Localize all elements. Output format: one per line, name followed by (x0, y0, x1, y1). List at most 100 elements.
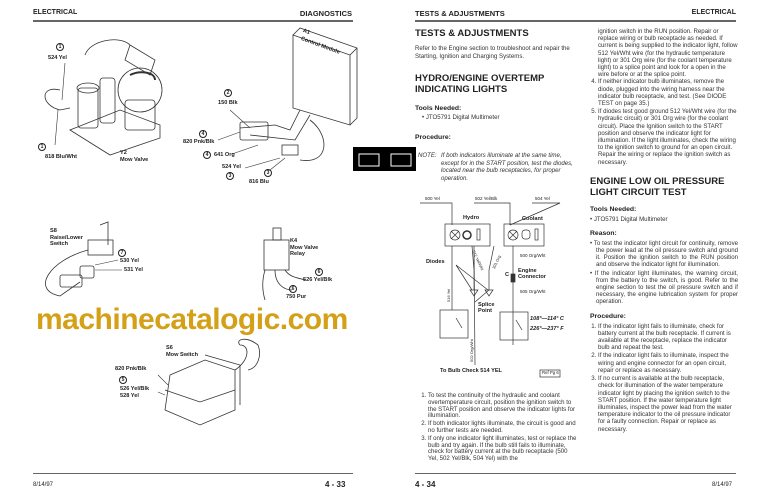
label-516-yel: 516 Yel (446, 288, 451, 302)
left-header-section: ELECTRICAL (33, 9, 78, 16)
coolant-light-box (503, 223, 545, 247)
callout-6b: 6 (289, 285, 297, 293)
section1-steps: To test the continuity of the hydraulic … (418, 392, 578, 464)
relay-drawing (262, 227, 306, 301)
hydro-bulb-icon (449, 229, 461, 241)
label-750-pur: 750 Pur (286, 294, 307, 300)
right-page-number: 4 - 34 (415, 480, 436, 489)
callout-7: 7 (118, 249, 126, 257)
callout-3b: 3 (264, 169, 272, 177)
section2-title: ENGINE LOW OIL PRESSURE LIGHT CIRCUIT TE… (590, 175, 725, 199)
hydro-wires (451, 245, 476, 366)
mow-valve-drawing (44, 39, 163, 156)
label-hydro: Hydro (463, 215, 480, 221)
right-header-section: ELECTRICAL (691, 9, 736, 16)
label-coolant: Coolant (522, 216, 543, 222)
label-s8: S8 (50, 228, 57, 234)
label-505-org-wht: 505 Org/Wht (520, 289, 546, 294)
label-816-blu: 816 Blu (249, 179, 269, 185)
tool-item: JTO5791 Digital Multimeter (426, 114, 500, 122)
callout-4b: 4 (203, 151, 211, 159)
label-820-pnk-blk-b: 820 Pnk/Blk (115, 366, 147, 372)
label-150-blk: 150 Blk (218, 100, 238, 106)
section1-title: HYDRO/ENGINE OVERTEMP INDICATING LIGHTS (415, 73, 545, 96)
step-item: If the indicator light fails to illumina… (598, 352, 738, 374)
right-header-chapter: TESTS & ADJUSTMENTS (415, 9, 505, 18)
label-502-yel-blk: 502 Yel/Blk (475, 196, 498, 201)
left-footer-rule (33, 473, 353, 474)
left-header-chapter: DIAGNOSTICS (299, 9, 352, 18)
left-header-rule (33, 20, 353, 22)
section2-procedure-heading: Procedure: (590, 312, 626, 320)
step-item: If neither indicator bulb illuminates, r… (598, 78, 738, 107)
diode-pointers (455, 264, 489, 291)
intro-text: Refer to the Engine section to troublesh… (415, 45, 570, 60)
right-column-2: ignition switch in the RUN position. Rep… (588, 28, 738, 434)
label-820-pnk-blk: 820 Pnk/Blk (183, 139, 215, 145)
component-illustrations (44, 27, 358, 426)
tool-item: JTO5791 Digital Multimeter (594, 216, 738, 223)
step-item: If diodes test good ground 512 Yel/Wht w… (598, 108, 738, 166)
control-module-drawing (239, 27, 358, 161)
label-engine-connector: Engine Connector (518, 268, 546, 281)
step-item: If no current is available at the bulb r… (598, 375, 738, 433)
label-530-yel: 530 Yel (120, 258, 139, 264)
gear-icon (462, 230, 472, 240)
watermark: machinecatalogic.com (36, 303, 348, 336)
engine-icon (521, 229, 531, 240)
step-item: If the indicator light fails to illumina… (598, 323, 738, 352)
ref-box (539, 369, 561, 378)
label-528-yel: 528 Yel (120, 393, 139, 399)
label-502-org-wht: 502 Org/Wht (469, 339, 474, 362)
label-temp-f: 226°—237° F (530, 326, 564, 332)
section1-tools-heading: Tools Needed: (415, 105, 462, 112)
section2-steps: If the indicator light fails to illumina… (588, 323, 738, 433)
coolant-temp-switch (499, 311, 529, 341)
label-641-org: 641 Org (214, 152, 235, 158)
mow-switch-drawing (164, 338, 260, 426)
right-footer-date: 8/14/97 (712, 482, 733, 488)
label-temp-c: 108°—114° C (530, 316, 564, 322)
section2-tools-list: JTO5791 Digital Multimeter (588, 216, 738, 223)
label-relay: Mow Valve Relay (290, 245, 319, 258)
hydro-light-box (444, 223, 491, 247)
wire-504-yel (509, 202, 561, 226)
section1-procedure-heading: Procedure: (415, 134, 451, 141)
label-k4: K4 (290, 238, 298, 244)
thermometer-icon (476, 228, 481, 241)
left-page-number: 4 - 33 (325, 480, 346, 489)
label-500-yel: 500 Yel (425, 196, 440, 201)
label-connector-c: C (505, 272, 510, 278)
label-s6: S6 (166, 345, 173, 351)
wire-500-yel (420, 202, 453, 225)
wire-502-yel-blk (474, 202, 511, 225)
label-y2: Y2 (120, 150, 127, 156)
diode-symbols (469, 289, 494, 297)
label-ref-page: Ref Pg 6 (542, 370, 559, 375)
label-526-yel-blk: 526 Yel/Blk (303, 277, 333, 283)
page-title: TESTS & ADJUSTMENTS (415, 28, 529, 39)
note-label: NOTE: (418, 152, 437, 159)
callout-1: 1 (56, 43, 64, 51)
label-splice-point: Splice Point (478, 302, 495, 315)
label-raise-lower-switch: Raise/Lower Switch (50, 235, 83, 248)
section1-steps-continued: If neither indicator bulb illuminates, r… (588, 78, 738, 165)
left-footer-date: 8/14/97 (33, 482, 54, 488)
callout-5: 5 (119, 376, 127, 384)
reason-item: To test the indicator light circuit for … (594, 240, 738, 269)
battery-section-tab (353, 147, 416, 171)
label-mow-switch: Mow Switch (166, 352, 199, 358)
label-526-yel-blk-b: 526 Yel/Blk (120, 386, 150, 392)
label-bulb-check: To Bulb Check 514 YEL (440, 368, 502, 374)
callout-2: 2 (224, 89, 232, 97)
label-diodes: Diodes (426, 259, 445, 265)
engine-connector-symbol (510, 273, 516, 283)
callout-6: 6 (315, 268, 323, 276)
section2-reasons: To test the indicator light circuit for … (588, 240, 738, 306)
step-item: If both indicator lights illuminate, the… (428, 420, 578, 435)
step-item: To test the continuity of the hydraulic … (428, 392, 578, 420)
section2-reason-heading: Reason: (590, 229, 617, 237)
label-531-yel: 531 Yel (124, 267, 143, 273)
coolant-bulb-icon (507, 229, 519, 241)
right-header-rule (415, 20, 736, 22)
